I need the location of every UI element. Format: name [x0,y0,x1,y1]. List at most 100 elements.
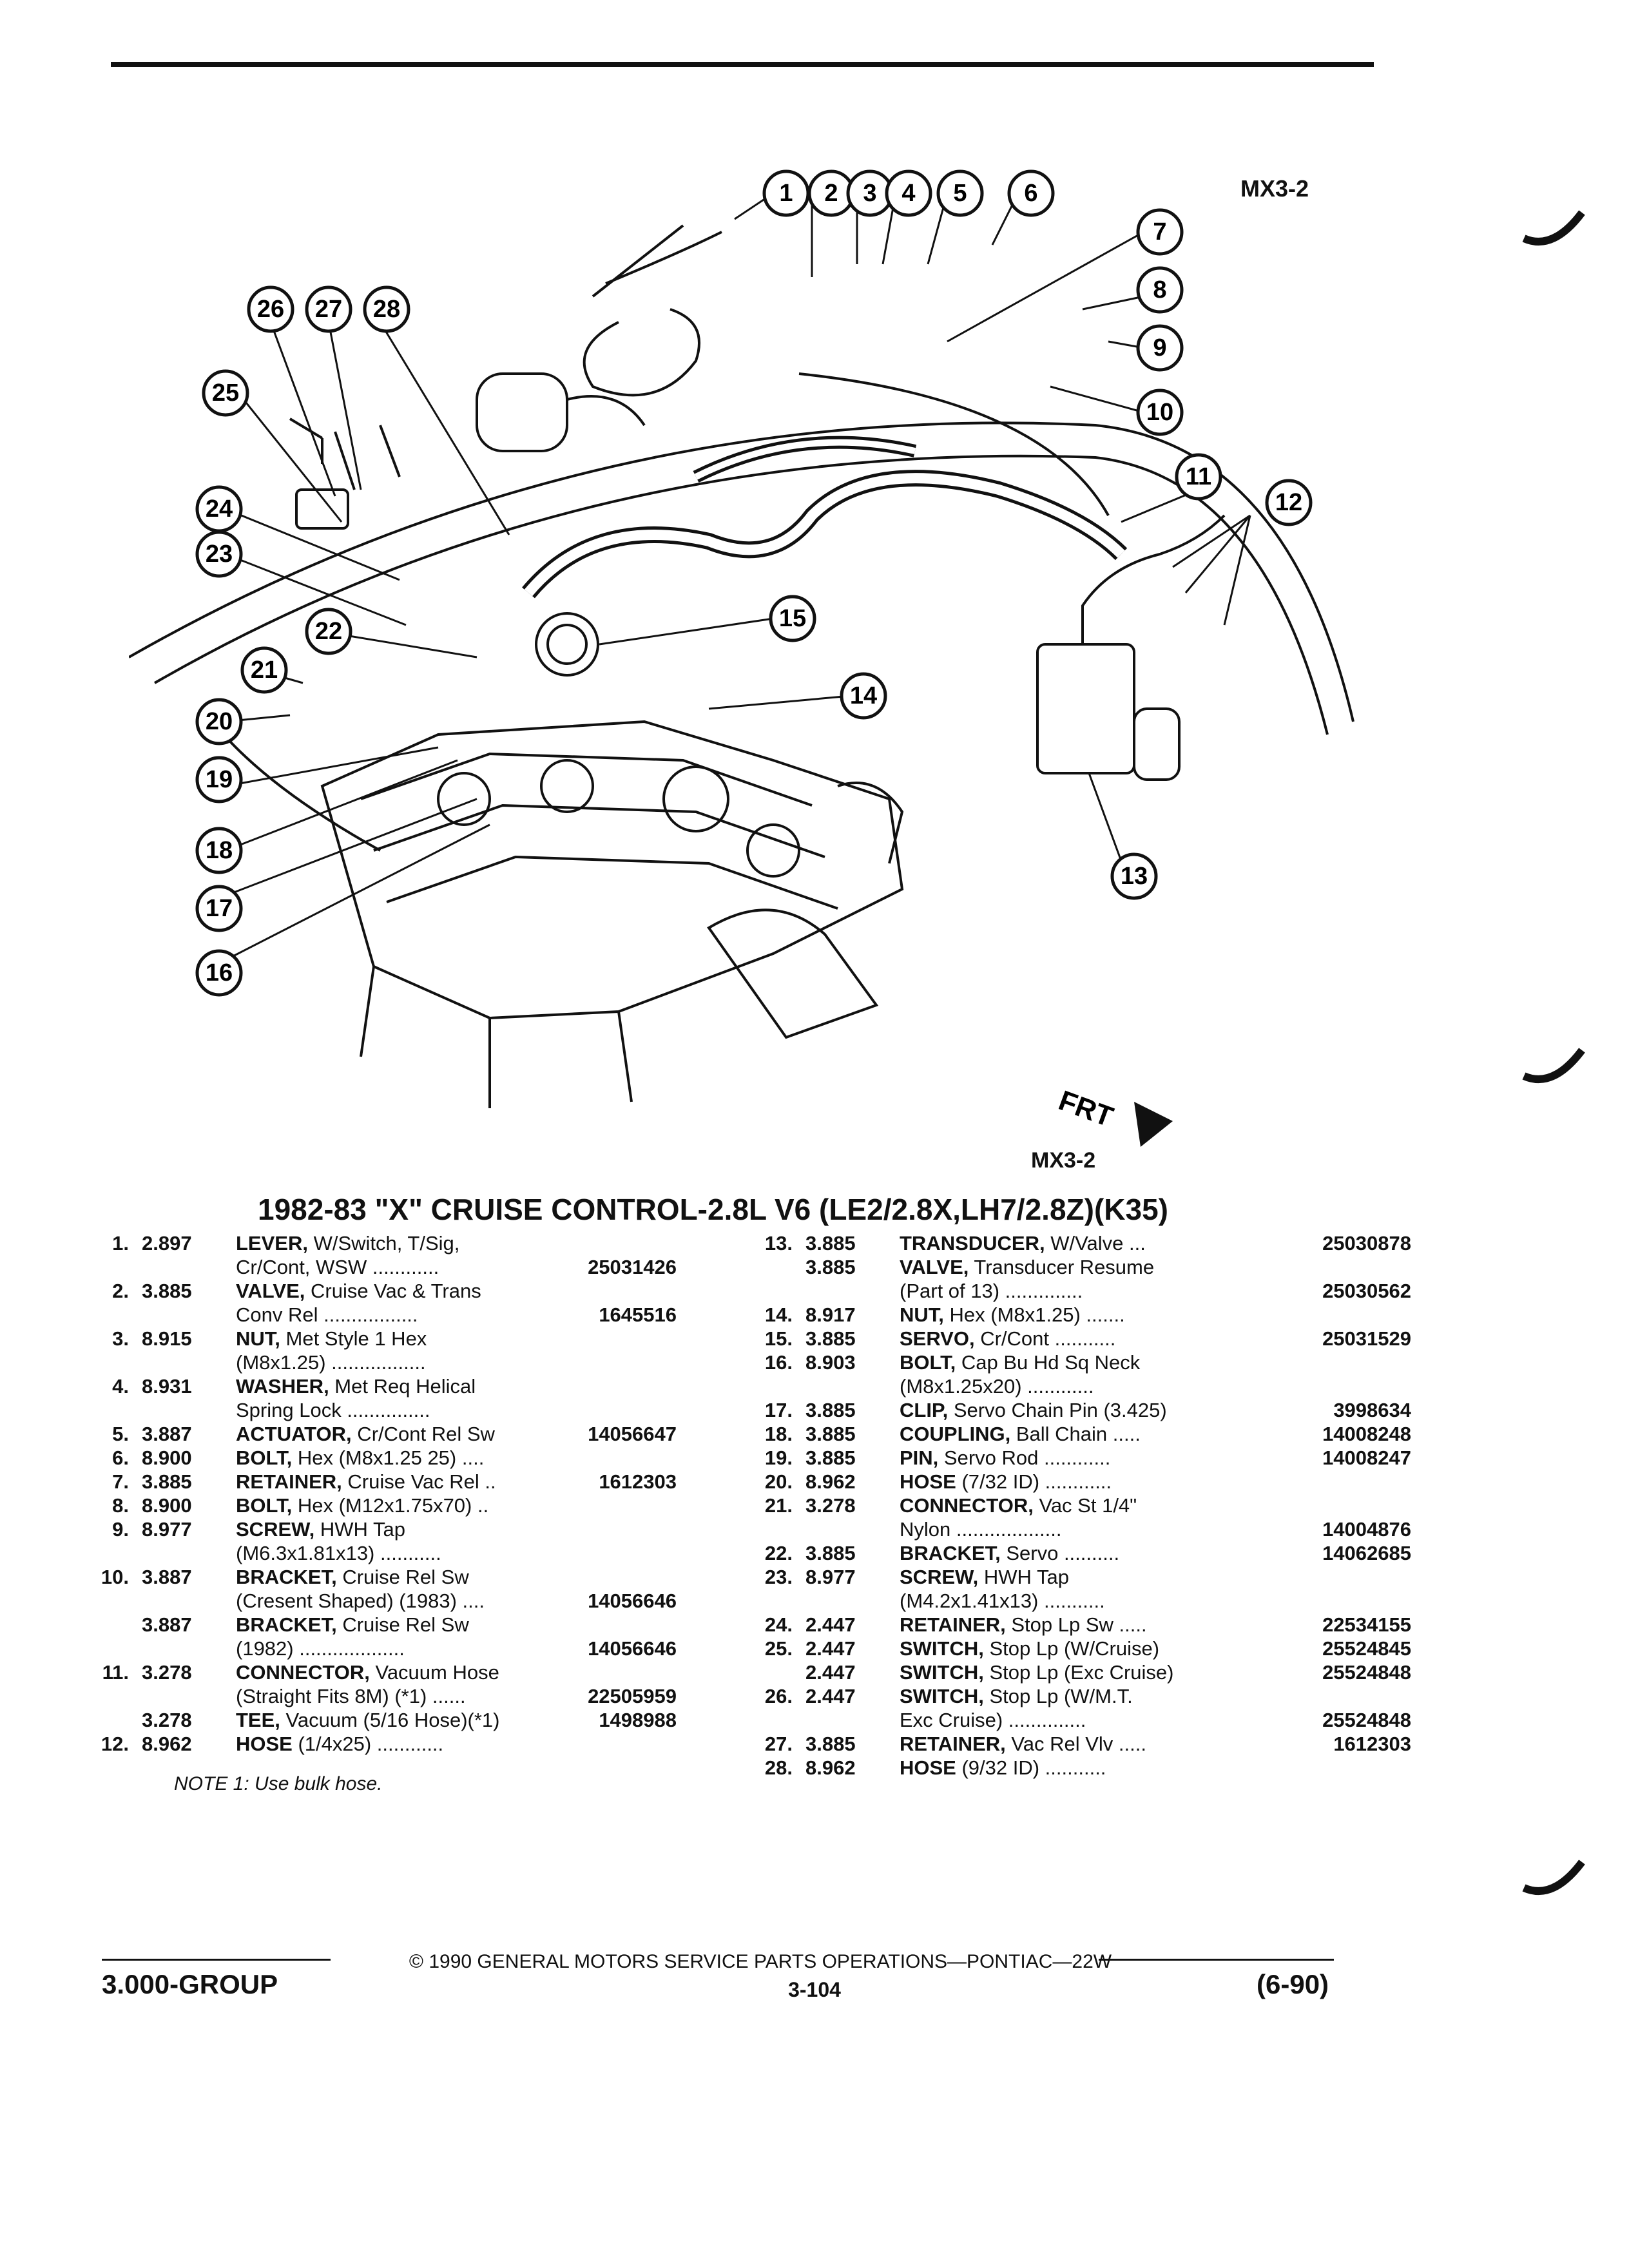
callout-16: 16 [195,949,243,997]
description: CLIP, Servo Chain Pin (3.425) [900,1399,1167,1422]
binder-hole-mark [1522,1860,1585,1895]
callout-8: 8 [1136,266,1184,314]
item-number: 25. [764,1637,793,1660]
description: BRACKET, Cruise Rel Sw [236,1613,469,1637]
part-detail: Cr/Cont ........... [974,1327,1116,1350]
part-detail: Vacuum Hose [369,1661,499,1684]
group-number: 3.887 [142,1613,192,1636]
callout-26: 26 [247,285,294,333]
part-detail: Hex (M8x1.25) ....... [943,1303,1125,1326]
part-name: CONNECTOR, [900,1494,1034,1517]
description: PIN, Servo Rod ............ [900,1446,1110,1470]
item-number: 12. [101,1733,129,1755]
part-number: 14008248 [1322,1423,1411,1445]
part-name: RETAINER, [900,1733,1006,1755]
callout-number: 8 [1153,276,1166,303]
part-detail: Cr/Cont, WSW ............ [236,1256,439,1278]
description: Nylon ................... [900,1518,1062,1541]
front-label: FRT [1055,1084,1117,1133]
callout-number: 4 [901,180,915,207]
group-number: 2.897 [142,1232,192,1254]
callout-number: 23 [206,541,233,568]
group-number: 3.885 [805,1733,856,1755]
part-detail: Nylon ................... [900,1518,1062,1541]
callout-1: 1 [762,169,810,217]
part-detail: Conv Rel ................. [236,1303,418,1326]
item-number: 4. [112,1375,129,1398]
description: SCREW, HWH Tap [236,1518,405,1541]
parts-row: (M4.2x1.41x13) ........... [741,1590,1437,1613]
parts-list-left: 1. 2.897 LEVER, W/Switch, T/Sig,Cr/Cont, W… [77,1232,773,1756]
part-detail: Cruise Vac Rel .. [342,1470,496,1493]
description: CONNECTOR, Vacuum Hose [236,1661,499,1684]
engine-illustration [129,224,1354,1108]
description: (Straight Fits 8M) (*1) ...... [236,1685,466,1708]
item-number: 2. [112,1280,129,1302]
part-name: TRANSDUCER, [900,1232,1045,1254]
part-detail: W/Switch, T/Sig, [307,1232,460,1254]
callout-number: 15 [779,605,806,632]
part-detail: Cruise Vac & Trans [305,1280,481,1302]
description: BRACKET, Servo .......... [900,1542,1119,1565]
callout-number: 21 [251,657,278,684]
footer-rule-right [1099,1959,1334,1961]
part-detail: (9/32 ID) ........... [956,1756,1106,1779]
group-number: 3.885 [142,1280,192,1302]
part-number: 14062685 [1322,1542,1411,1564]
part-number: 25031426 [588,1256,677,1278]
item-number: 23. [764,1566,793,1588]
callout-21: 21 [240,646,288,694]
part-detail: (1/4x25) ............ [292,1733,444,1755]
part-name: RETAINER, [236,1470,342,1493]
part-detail: Met Req Helical [329,1375,476,1398]
item-number: 13. [764,1232,793,1254]
front-arrow-icon [1134,1102,1173,1147]
callout-11: 11 [1175,453,1222,501]
callout-number: 7 [1153,218,1166,245]
item-number: 17. [764,1399,793,1421]
binder-hole-mark [1522,210,1585,245]
part-number: 25524848 [1322,1709,1411,1731]
callout-number: 13 [1121,863,1148,890]
item-number: 26. [764,1685,793,1707]
callout-24: 24 [195,485,243,533]
part-name: CONNECTOR, [236,1661,370,1684]
footer-page-number: 3-104 [788,1978,841,2001]
parts-row: (Part of 13) ..............25030562 [741,1280,1437,1303]
top-rule [111,62,1374,67]
item-number: 28. [764,1756,793,1779]
group-number: 8.977 [805,1566,856,1588]
parts-row: Spring Lock ............... [77,1399,773,1423]
callout-23: 23 [195,530,243,578]
part-detail: Cap Bu Hd Sq Neck [956,1351,1141,1374]
part-name: PIN, [900,1446,939,1469]
parts-row: (Cresent Shaped) (1983) ....14056646 [77,1590,773,1613]
parts-row: Exc Cruise) ..............25524848 [741,1709,1437,1733]
callout-number: 11 [1186,463,1211,490]
part-name: SCREW, [236,1518,315,1541]
part-detail: (M8x1.25x20) ............ [900,1375,1094,1398]
callout-number: 28 [373,296,400,323]
item-number: 16. [764,1351,793,1374]
group-number: 8.931 [142,1375,192,1398]
group-number: 3.887 [142,1566,192,1588]
part-name: VALVE, [236,1280,305,1302]
description: (Part of 13) .............. [900,1280,1083,1303]
part-number: 1612303 [1333,1733,1411,1755]
item-number: 1. [112,1232,129,1254]
description: Spring Lock ............... [236,1399,430,1422]
item-number: 15. [764,1327,793,1350]
description: LEVER, W/Switch, T/Sig, [236,1232,459,1255]
part-number: 14008247 [1322,1446,1411,1469]
group-number: 8.915 [142,1327,192,1350]
part-number: 3998634 [1333,1399,1411,1421]
